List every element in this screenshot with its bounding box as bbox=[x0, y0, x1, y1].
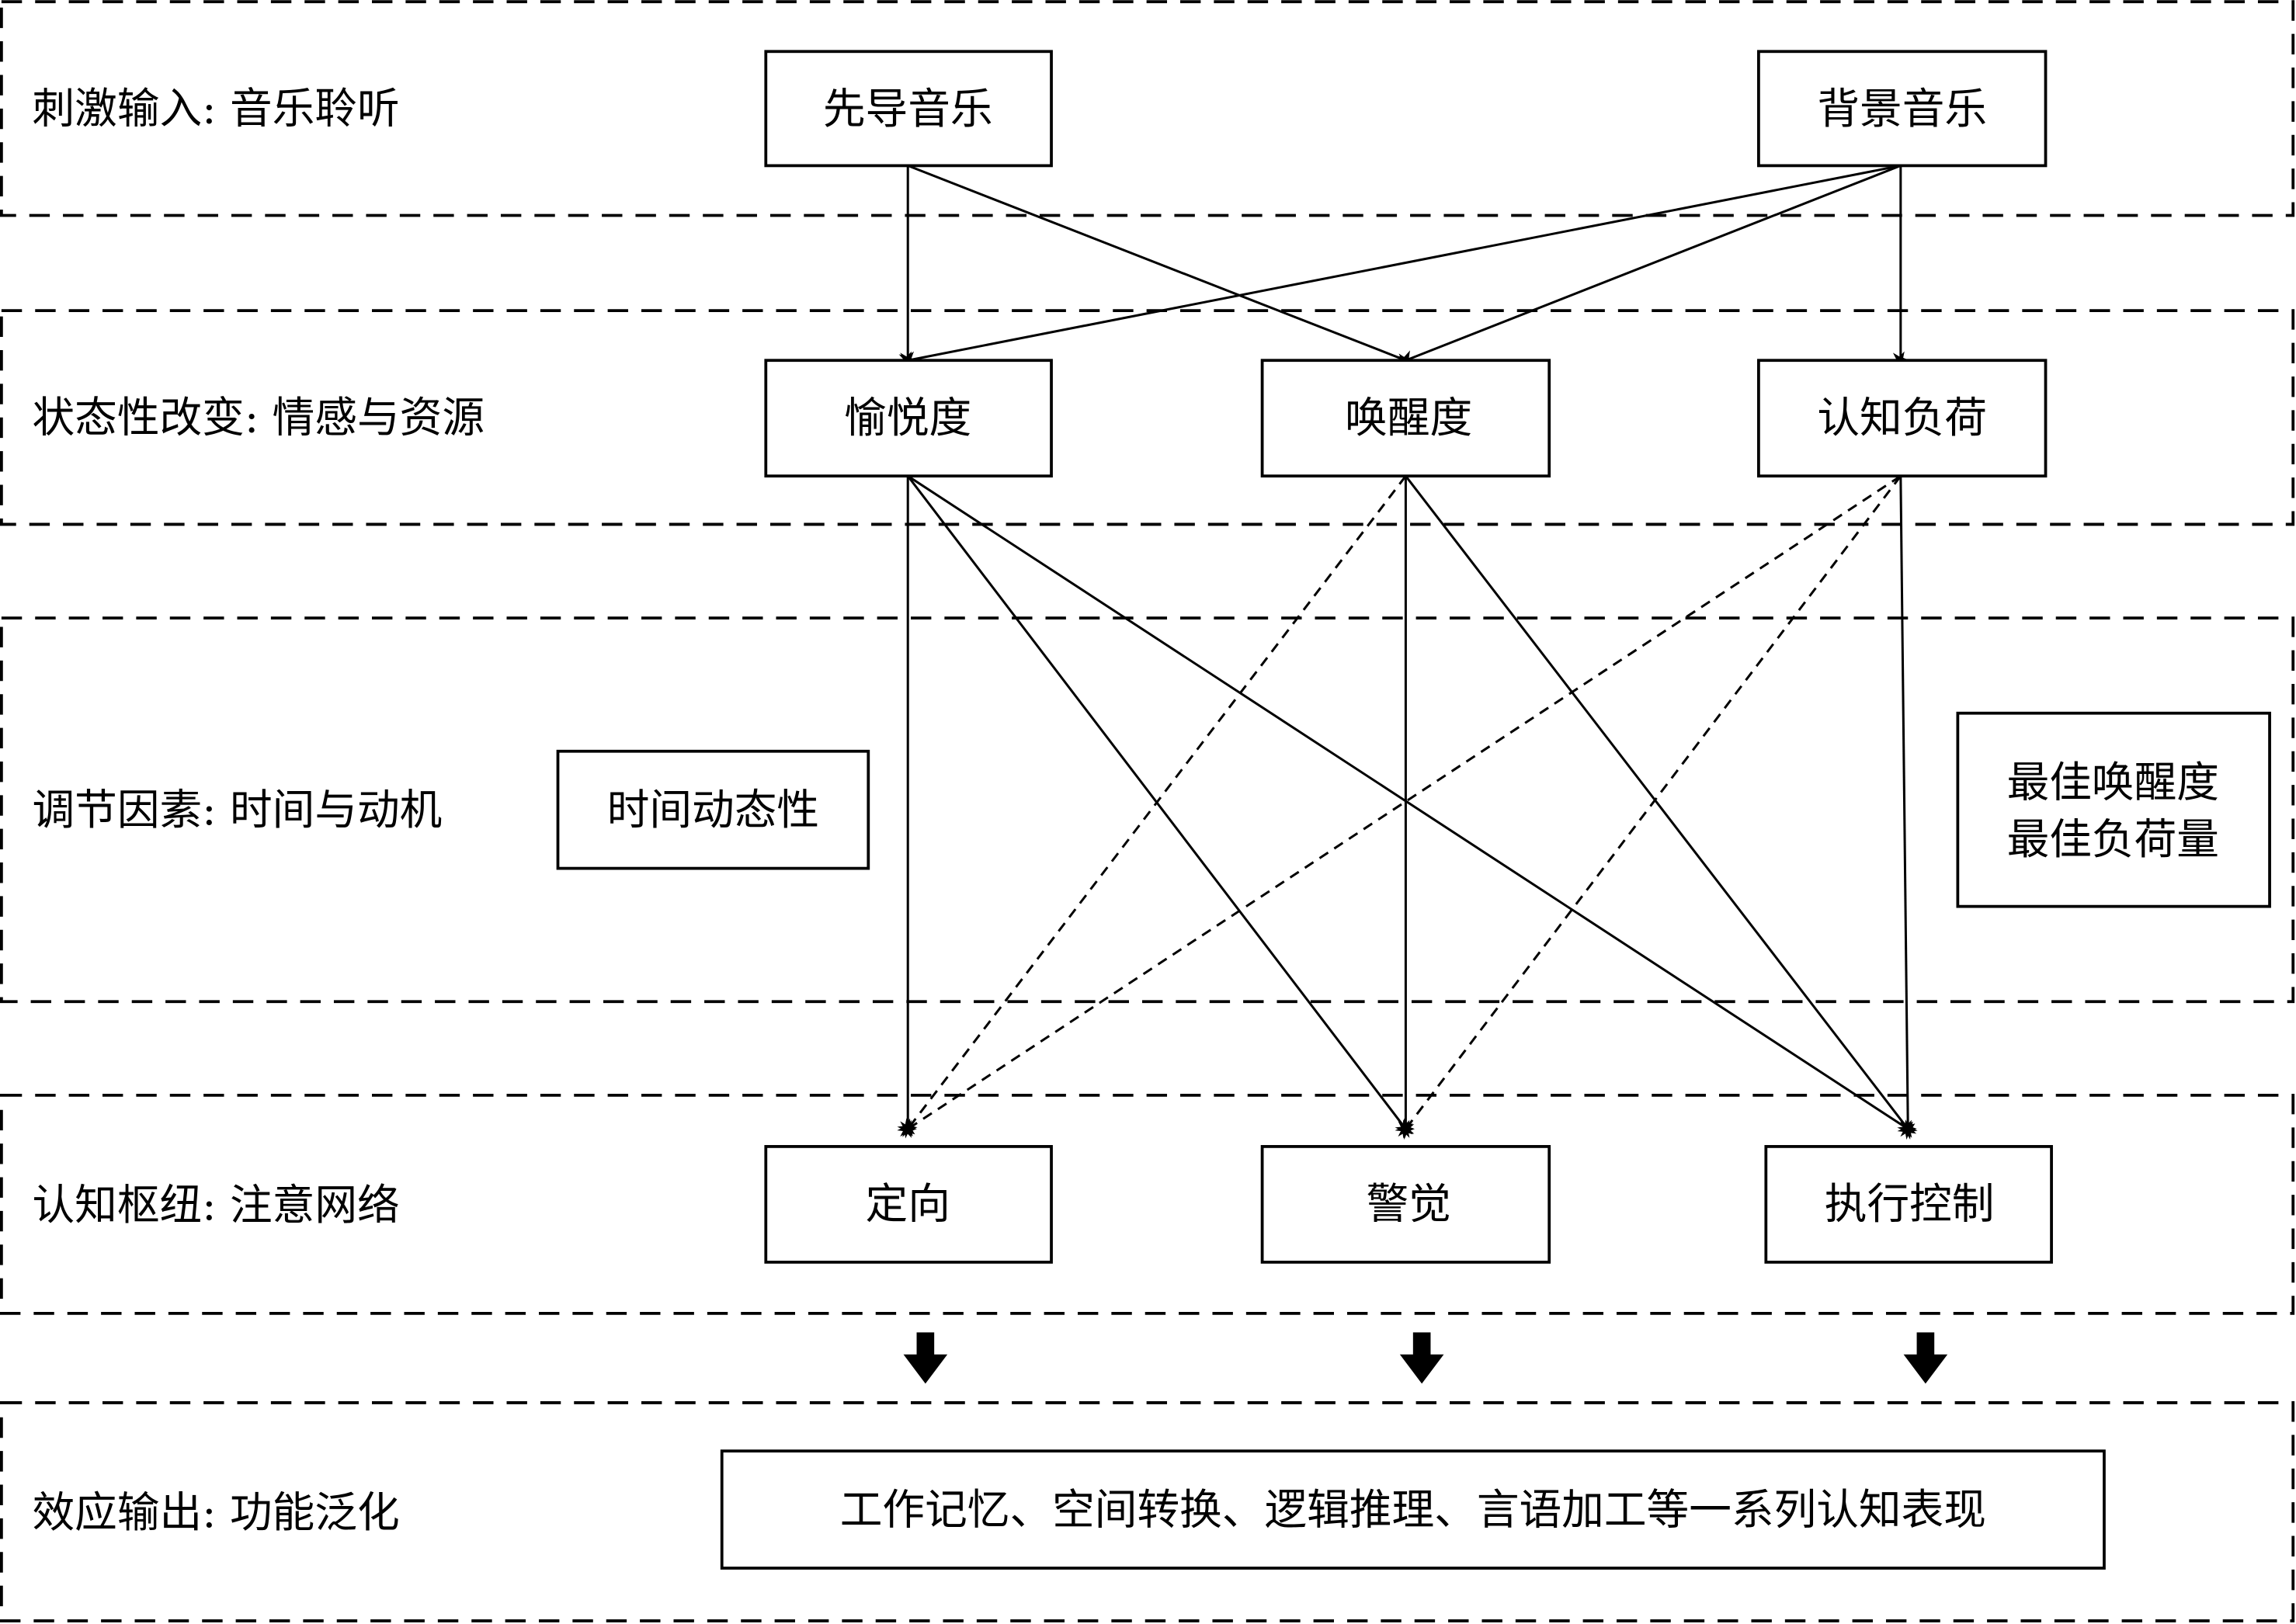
node-cognitive-outcomes: 工作记忆、空间转换、逻辑推理、言语加工等一系列认知表现 bbox=[720, 1449, 2106, 1570]
node-orienting: 定向 bbox=[764, 1145, 1053, 1264]
edge-bg_music-to-pleasure bbox=[898, 164, 1902, 370]
edge-load-to-orienting bbox=[897, 474, 1902, 1137]
node-label: 执行控制 bbox=[1825, 1178, 1995, 1228]
down-arrow-icon bbox=[903, 1332, 948, 1384]
node-label: 最佳负荷量 bbox=[2007, 814, 2219, 864]
edge-lead_music-to-arousal bbox=[907, 164, 1415, 371]
node-label: 唤醒度 bbox=[1345, 393, 1472, 442]
node-optimal-levels: 最佳唤醒度 最佳负荷量 bbox=[1956, 711, 2271, 908]
layer-label: 刺激输入: 音乐聆听 bbox=[32, 84, 399, 134]
node-alerting: 警觉 bbox=[1260, 1145, 1551, 1264]
layer-label: 认知枢纽: 注意网络 bbox=[32, 1180, 399, 1230]
node-label: 定向 bbox=[866, 1178, 950, 1228]
layer-output: 效应输出: 功能泛化 bbox=[0, 1401, 2295, 1622]
layer-hub: 认知枢纽: 注意网络 bbox=[0, 1094, 2295, 1315]
layer-label: 调节因素: 时间与动机 bbox=[32, 785, 442, 835]
node-pleasure: 愉悦度 bbox=[764, 359, 1053, 478]
node-label: 时间动态性 bbox=[607, 785, 819, 835]
node-background-music: 背景音乐 bbox=[1757, 50, 2048, 168]
edge-pleasure-to-executive bbox=[907, 474, 1918, 1140]
edge-arousal-to-orienting bbox=[897, 475, 1407, 1139]
edges bbox=[897, 164, 1918, 1140]
edge-load-to-alerting bbox=[1395, 475, 1902, 1139]
layer-state: 状态性改变: 情感与资源 bbox=[0, 309, 2295, 526]
node-time-dynamics: 时间动态性 bbox=[556, 749, 870, 870]
node-label: 认知负荷 bbox=[1817, 393, 1987, 442]
layer-input: 刺激输入: 音乐聆听 bbox=[0, 0, 2295, 217]
node-label: 愉悦度 bbox=[844, 393, 971, 442]
node-label: 背景音乐 bbox=[1817, 84, 1987, 134]
edge-bg_music-to-arousal bbox=[1395, 164, 1902, 369]
down-arrow-icon bbox=[1903, 1332, 1948, 1384]
node-cognitive-load: 认知负荷 bbox=[1757, 359, 2048, 478]
layer-label: 状态性改变: 情感与资源 bbox=[32, 393, 485, 442]
edge-load-to-executive bbox=[1899, 476, 1917, 1138]
node-arousal: 唤醒度 bbox=[1260, 359, 1551, 478]
node-label: 先导音乐 bbox=[823, 84, 993, 134]
edge-arousal-to-executive bbox=[1405, 475, 1917, 1140]
node-lead-music: 先导音乐 bbox=[764, 50, 1053, 168]
layer-label: 效应输出: 功能泛化 bbox=[32, 1487, 399, 1537]
node-label: 工作记忆、空间转换、逻辑推理、言语加工等一系列认知表现 bbox=[840, 1485, 1986, 1535]
down-arrow-icon bbox=[1399, 1332, 1444, 1384]
layer-moderator: 调节因素: 时间与动机 bbox=[0, 616, 2295, 1004]
node-label: 最佳唤醒度 bbox=[2007, 757, 2219, 807]
node-executive-control: 执行控制 bbox=[1764, 1145, 2053, 1264]
node-label: 警觉 bbox=[1367, 1178, 1451, 1228]
